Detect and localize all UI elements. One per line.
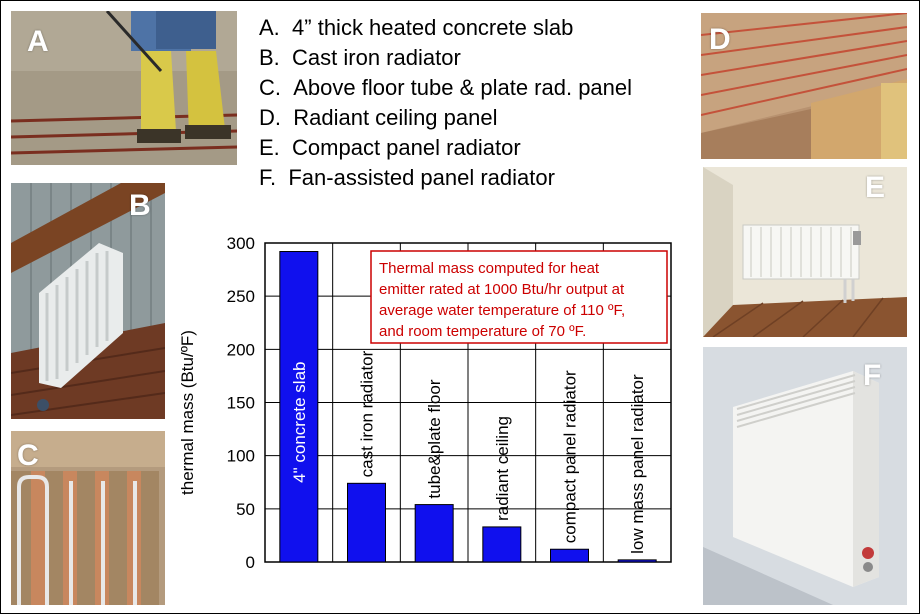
legend-text: Above floor tube & plate rad. panel: [293, 75, 633, 100]
annotation-line: Thermal mass computed for heat: [379, 260, 600, 277]
plot-frame: [264, 242, 672, 563]
photo-legend: A. 4” thick heated concrete slab B. Cast…: [259, 13, 632, 193]
category-label-4: compact panel radiator: [561, 370, 580, 543]
photo-c-tube-plate-panel: C: [11, 431, 165, 605]
legend-item-a: A. 4” thick heated concrete slab: [259, 13, 632, 43]
panel-radiator-icon: [703, 167, 907, 337]
bar-1: [347, 482, 386, 563]
photo-b-cast-iron-radiator: B: [11, 183, 165, 419]
photo-d-label: D: [709, 23, 731, 56]
annotation-box: [370, 250, 668, 344]
annotation-line: emitter rated at 1000 Btu/hr output at: [379, 281, 625, 298]
legend-item-d: D. Radiant ceiling panel: [259, 103, 632, 133]
legend-letter: C.: [259, 75, 281, 100]
category-label-0: 4" concrete slab: [290, 362, 309, 483]
category-label-5: low mass panel radiator: [628, 374, 647, 554]
concrete-pour-icon: [11, 11, 237, 165]
photo-e-label: E: [865, 171, 886, 204]
legend-letter: D.: [259, 105, 281, 130]
legend-text: Radiant ceiling panel: [293, 105, 498, 130]
bar-4: [550, 548, 589, 563]
y-tick-label: 200: [227, 340, 255, 359]
legend-letter: A.: [259, 15, 280, 40]
legend-letter: E.: [259, 135, 280, 160]
y-tick-label: 250: [227, 287, 255, 306]
legend-item-b: B. Cast iron radiator: [259, 43, 632, 73]
legend-item-c: C. Above floor tube & plate rad. panel: [259, 73, 632, 103]
y-tick-label: 300: [227, 234, 255, 253]
y-tick-label: 0: [246, 553, 255, 572]
photo-a-label: A: [27, 25, 49, 58]
legend-letter: B.: [259, 45, 280, 70]
cast-iron-radiator-icon: [11, 183, 165, 419]
photo-f-fan-assisted-radiator: F: [703, 347, 907, 605]
legend-letter: F.: [259, 165, 277, 190]
photo-a-concrete-slab: A: [11, 11, 237, 165]
legend-text: 4” thick heated concrete slab: [292, 15, 574, 40]
fan-radiator-icon: [703, 347, 907, 605]
photo-c-label: C: [17, 439, 39, 472]
y-tick-label: 50: [236, 500, 255, 519]
legend-text: Compact panel radiator: [292, 135, 521, 160]
photo-b-label: B: [129, 189, 151, 222]
y-tick-label: 100: [227, 447, 255, 466]
annotation-line: and room temperature of 70 ºF.: [379, 323, 586, 340]
category-label-1: cast iron radiator: [358, 350, 377, 477]
bar-2: [414, 504, 454, 563]
legend-item-f: F. Fan-assisted panel radiator: [259, 163, 632, 193]
category-label-2: tube&plate floor: [425, 379, 444, 498]
radiant-ceiling-icon: [701, 13, 907, 159]
y-axis-label: thermal mass (Btu/ºF): [178, 330, 197, 495]
photo-e-compact-panel-radiator: E: [703, 167, 907, 337]
legend-item-e: E. Compact panel radiator: [259, 133, 632, 163]
photo-f-label: F: [863, 359, 882, 392]
y-tick-label: 150: [227, 394, 255, 413]
photo-d-radiant-ceiling: D: [701, 13, 907, 159]
tube-plate-floor-icon: [11, 431, 165, 605]
legend-text: Cast iron radiator: [292, 45, 461, 70]
bar-5: [617, 559, 657, 563]
annotation-line: average water temperature of 110 ºF,: [379, 302, 625, 319]
thermal-mass-bar-chart: 0 50 100 150 200 250 300 thermal mass (Btu/ºF) 4…: [178, 234, 672, 572]
bar-0: [279, 251, 319, 563]
bar-3: [482, 526, 522, 563]
category-label-3: radiant ceiling: [493, 416, 512, 521]
legend-text: Fan-assisted panel radiator: [288, 165, 555, 190]
